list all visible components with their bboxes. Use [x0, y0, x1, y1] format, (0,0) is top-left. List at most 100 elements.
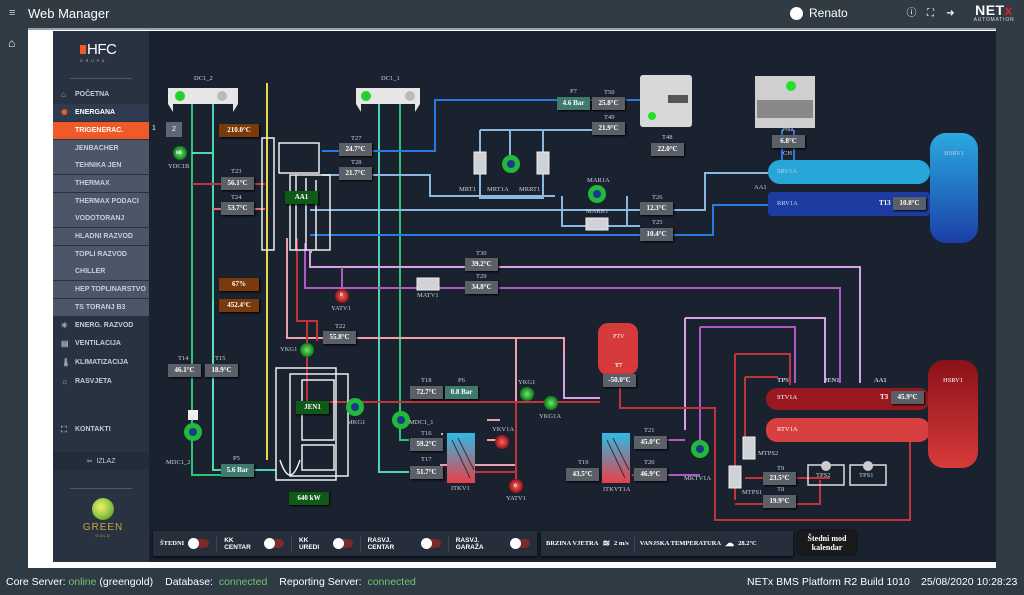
user-menu[interactable]: Renato	[790, 6, 848, 20]
sidebar-item-rasvjeta[interactable]: ☼RASVJETA	[61, 377, 112, 386]
sidebar-item-hep-toplinarstvo[interactable]: HEP TOPLINARSTVO	[53, 281, 149, 298]
label-ydc1b: YDC1B	[168, 163, 190, 170]
pump-mrt1a[interactable]	[502, 155, 520, 173]
pump-matv1[interactable]	[416, 277, 440, 291]
wind-value: 2 m/s	[613, 540, 629, 547]
sidebar-item-energ-razvod[interactable]: ✳ENERG. RAZVOD	[61, 321, 134, 330]
toggle-switch[interactable]	[420, 538, 441, 549]
label-t49: T49	[604, 114, 615, 121]
sidebar-item-tehnika-jen[interactable]: TEHNIKA JEN	[53, 157, 149, 174]
label-hsrv1-cold: HSRV1	[944, 150, 965, 157]
logout-icon[interactable]: ➜	[946, 8, 955, 19]
label-p7: P7	[570, 88, 577, 95]
toggle-rasvj-centar[interactable]: RASVJ. CENTAR	[361, 535, 449, 552]
valve-ykg1a[interactable]	[544, 396, 558, 410]
sidebar-item-trigenerac[interactable]: TRIGENERAC.	[53, 122, 149, 139]
core-server-label: Core Server:	[6, 575, 66, 588]
label-t48: T48	[662, 134, 673, 141]
fullscreen-icon[interactable]: ⛶	[927, 8, 934, 19]
label-mar1a: MAR1A	[587, 177, 610, 184]
sidebar-item-vodotoranj[interactable]: VODOTORANJ	[53, 210, 149, 227]
valve-yatv1[interactable]	[509, 479, 523, 493]
toggle-switch[interactable]	[264, 538, 284, 549]
valve-ydc1b[interactable]	[173, 146, 187, 160]
page-1-link[interactable]: 1	[152, 125, 156, 132]
sidebar-item-hladni-razvod[interactable]: HLADNI RAZVOD	[53, 228, 149, 245]
logout-button[interactable]: ⇦IZLAZ	[53, 452, 149, 470]
sidebar-item-klimatizacija[interactable]: 🌡KLIMATIZACIJA	[61, 358, 129, 367]
pump-mkg1[interactable]	[346, 398, 364, 416]
pump-mdc1-1[interactable]	[392, 411, 410, 429]
pump-mrrt1[interactable]	[536, 151, 550, 175]
label-t7: T7	[615, 363, 623, 369]
sidebar-item-ts-toranj-b3[interactable]: TS TORANJ B3	[53, 299, 149, 316]
toggle-rasvj-garaza[interactable]: RASVJ. GARAŽA	[449, 535, 537, 552]
label-t27: T27	[351, 135, 362, 142]
t21-readout: 45.0°C	[634, 436, 667, 449]
t9-readout: 23.5°C	[763, 472, 796, 485]
label-srv1a: SRV1A	[777, 168, 798, 175]
home-icon[interactable]: ⌂	[8, 36, 16, 50]
valve-yatv1-top[interactable]	[335, 289, 349, 303]
info-icon[interactable]: ⓘ	[906, 8, 917, 19]
pump-mtps2[interactable]	[742, 436, 756, 460]
yatv1-top-value: 0	[340, 292, 343, 298]
toggle-stedni[interactable]: ŠTEDNI	[153, 535, 218, 552]
pump-mdc1-2[interactable]	[184, 410, 202, 441]
pola-readout: 6.8°C	[772, 135, 805, 148]
hfc-logo: HFC GRUPA	[80, 41, 117, 63]
label-t15: T15	[215, 355, 226, 362]
toggle-switch[interactable]	[510, 538, 530, 549]
rtv1a-header	[766, 418, 930, 442]
t14-readout: 46.1°C	[168, 364, 201, 377]
t7-readout: -50.0°C	[603, 374, 636, 387]
eco-calendar-button[interactable]: Štedni mod kalendar	[798, 531, 856, 554]
user-icon	[790, 6, 803, 20]
aa1-label: AA1	[285, 191, 318, 204]
green-gold-logo: GREEN GOLD	[75, 498, 131, 538]
menu-icon[interactable]: ≡	[9, 7, 16, 19]
pump-mktv1a[interactable]	[691, 440, 709, 458]
label-mktv1a: MKTV1A	[684, 475, 712, 482]
sidebar-item-thermax-podaci[interactable]: THERMAX PODACI	[53, 193, 149, 210]
outdoor-temp-value: 28.2°C	[738, 540, 757, 547]
sidebar-item-pocetna[interactable]: ⌂POČETNA	[61, 90, 110, 99]
sidebar-item-kontakti[interactable]: ⛶KONTAKTI	[61, 424, 111, 434]
sidebar-item-thermax[interactable]: THERMAX	[53, 175, 149, 192]
pump-marr1[interactable]	[585, 217, 609, 231]
scada-panel	[53, 31, 996, 562]
user-name: Renato	[809, 6, 848, 20]
sidebar-item-chiller[interactable]: CHILLER	[53, 263, 149, 280]
toggle-kk-uredi[interactable]: KK UREDI	[292, 535, 361, 552]
app-title: Web Manager	[28, 6, 110, 21]
toggle-switch[interactable]	[332, 538, 353, 549]
label-mtps2: MTPS2	[758, 450, 779, 457]
exhaust-temp2-readout: 452.4°C	[219, 299, 259, 312]
sidebar-item-energana[interactable]: ✺ENERGANA	[53, 104, 149, 121]
sidebar-item-jenbacher[interactable]: JENBACHER	[53, 140, 149, 157]
label-pola: Pola	[782, 126, 794, 133]
status-bar: Core Server: online (greengold) Database…	[0, 568, 1024, 595]
t22-readout: 55.8°C	[323, 331, 356, 344]
page-2-link[interactable]: 2	[166, 122, 182, 137]
valve-ykg1-left[interactable]	[300, 343, 314, 357]
sidebar-item-topli-razvod[interactable]: TOPLI RAZVOD	[53, 246, 149, 263]
hsrv1-cold-tank	[930, 133, 978, 243]
left-rail: ⌂	[0, 28, 28, 568]
t29-readout: 34.8°C	[465, 281, 498, 294]
reporting-server-label: Reporting Server:	[279, 575, 362, 588]
sidebar-item-ventilacija[interactable]: ▤VENTILACIJA	[61, 339, 121, 348]
pump-mrt1[interactable]	[473, 151, 487, 175]
label-tps2: TPS2	[816, 472, 831, 479]
label-mrrt1: MRRT1	[519, 186, 541, 193]
toggle-switch[interactable]	[188, 538, 210, 549]
engine-jen1	[275, 367, 349, 481]
valve-ykv1a[interactable]	[495, 435, 509, 449]
yatv1-value: 0	[514, 483, 517, 489]
toggle-kk-centar[interactable]: KK CENTAR	[217, 535, 292, 552]
power-readout: 640 kW	[289, 492, 329, 505]
valve-ykg1[interactable]	[520, 387, 534, 401]
label-matv1: MATV1	[417, 292, 439, 299]
pump-mar1a[interactable]	[588, 185, 606, 203]
pump-mtps1[interactable]	[728, 465, 742, 489]
